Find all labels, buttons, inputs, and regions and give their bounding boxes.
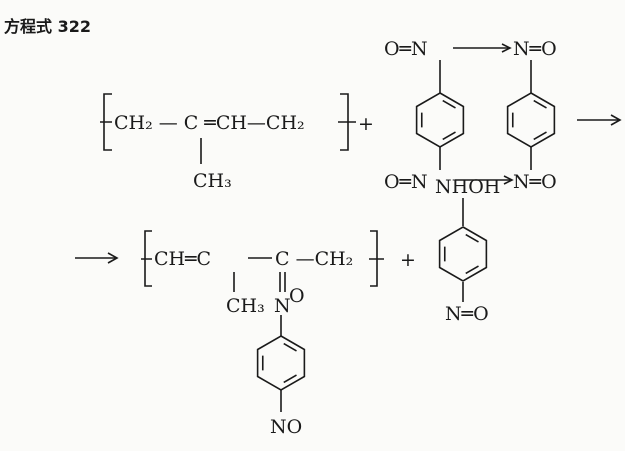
ring-double-bond bbox=[533, 131, 547, 141]
byproduct-nitroso: N═O bbox=[445, 303, 489, 325]
polymer-unit: CH₂ — C ═CH—CH₂ bbox=[114, 112, 305, 134]
product-unit-right: C —CH₂ bbox=[275, 248, 353, 270]
benzene-ring bbox=[438, 226, 488, 282]
nitroso-bottom-right: N═O bbox=[513, 171, 557, 193]
methyl-group: CH₃ bbox=[193, 170, 232, 192]
nitroso-top-left: O═N bbox=[384, 38, 428, 60]
reaction-arrowhead-2 bbox=[107, 252, 119, 264]
reaction-arrowhead-1 bbox=[610, 114, 622, 126]
hydroxylamine-group: NHOH bbox=[435, 176, 500, 198]
left-bracket bbox=[100, 93, 112, 151]
ring-double-bond bbox=[442, 99, 456, 109]
plus-sign: + bbox=[358, 113, 374, 135]
product-right-bracket bbox=[369, 230, 384, 287]
right-bracket bbox=[338, 93, 356, 151]
arrowhead-bottom bbox=[503, 175, 514, 185]
product-methyl: CH₃ bbox=[226, 295, 265, 317]
ring-double-bond bbox=[465, 233, 479, 243]
ring-double-bond bbox=[283, 342, 297, 352]
arrowhead-top bbox=[501, 43, 512, 53]
product-n: N bbox=[274, 295, 291, 317]
plus-sign-2: + bbox=[400, 249, 416, 271]
ring-double-bond bbox=[442, 131, 456, 141]
nitroso-bottom-left: O═N bbox=[384, 171, 428, 193]
benzene-ring bbox=[506, 92, 556, 148]
product-unit-left: CH═C bbox=[154, 248, 211, 270]
product-nitroso: NO bbox=[270, 416, 302, 438]
nitroso-top-right: N═O bbox=[513, 38, 557, 60]
equation-title: 方程式 322 bbox=[4, 17, 91, 36]
benzene-ring bbox=[415, 92, 465, 148]
product-left-bracket bbox=[141, 230, 152, 287]
product-o: O bbox=[289, 285, 305, 307]
benzene-ring bbox=[256, 335, 306, 391]
ring-double-bond bbox=[533, 99, 547, 109]
ring-double-bond bbox=[465, 265, 479, 275]
ring-double-bond bbox=[283, 374, 297, 384]
